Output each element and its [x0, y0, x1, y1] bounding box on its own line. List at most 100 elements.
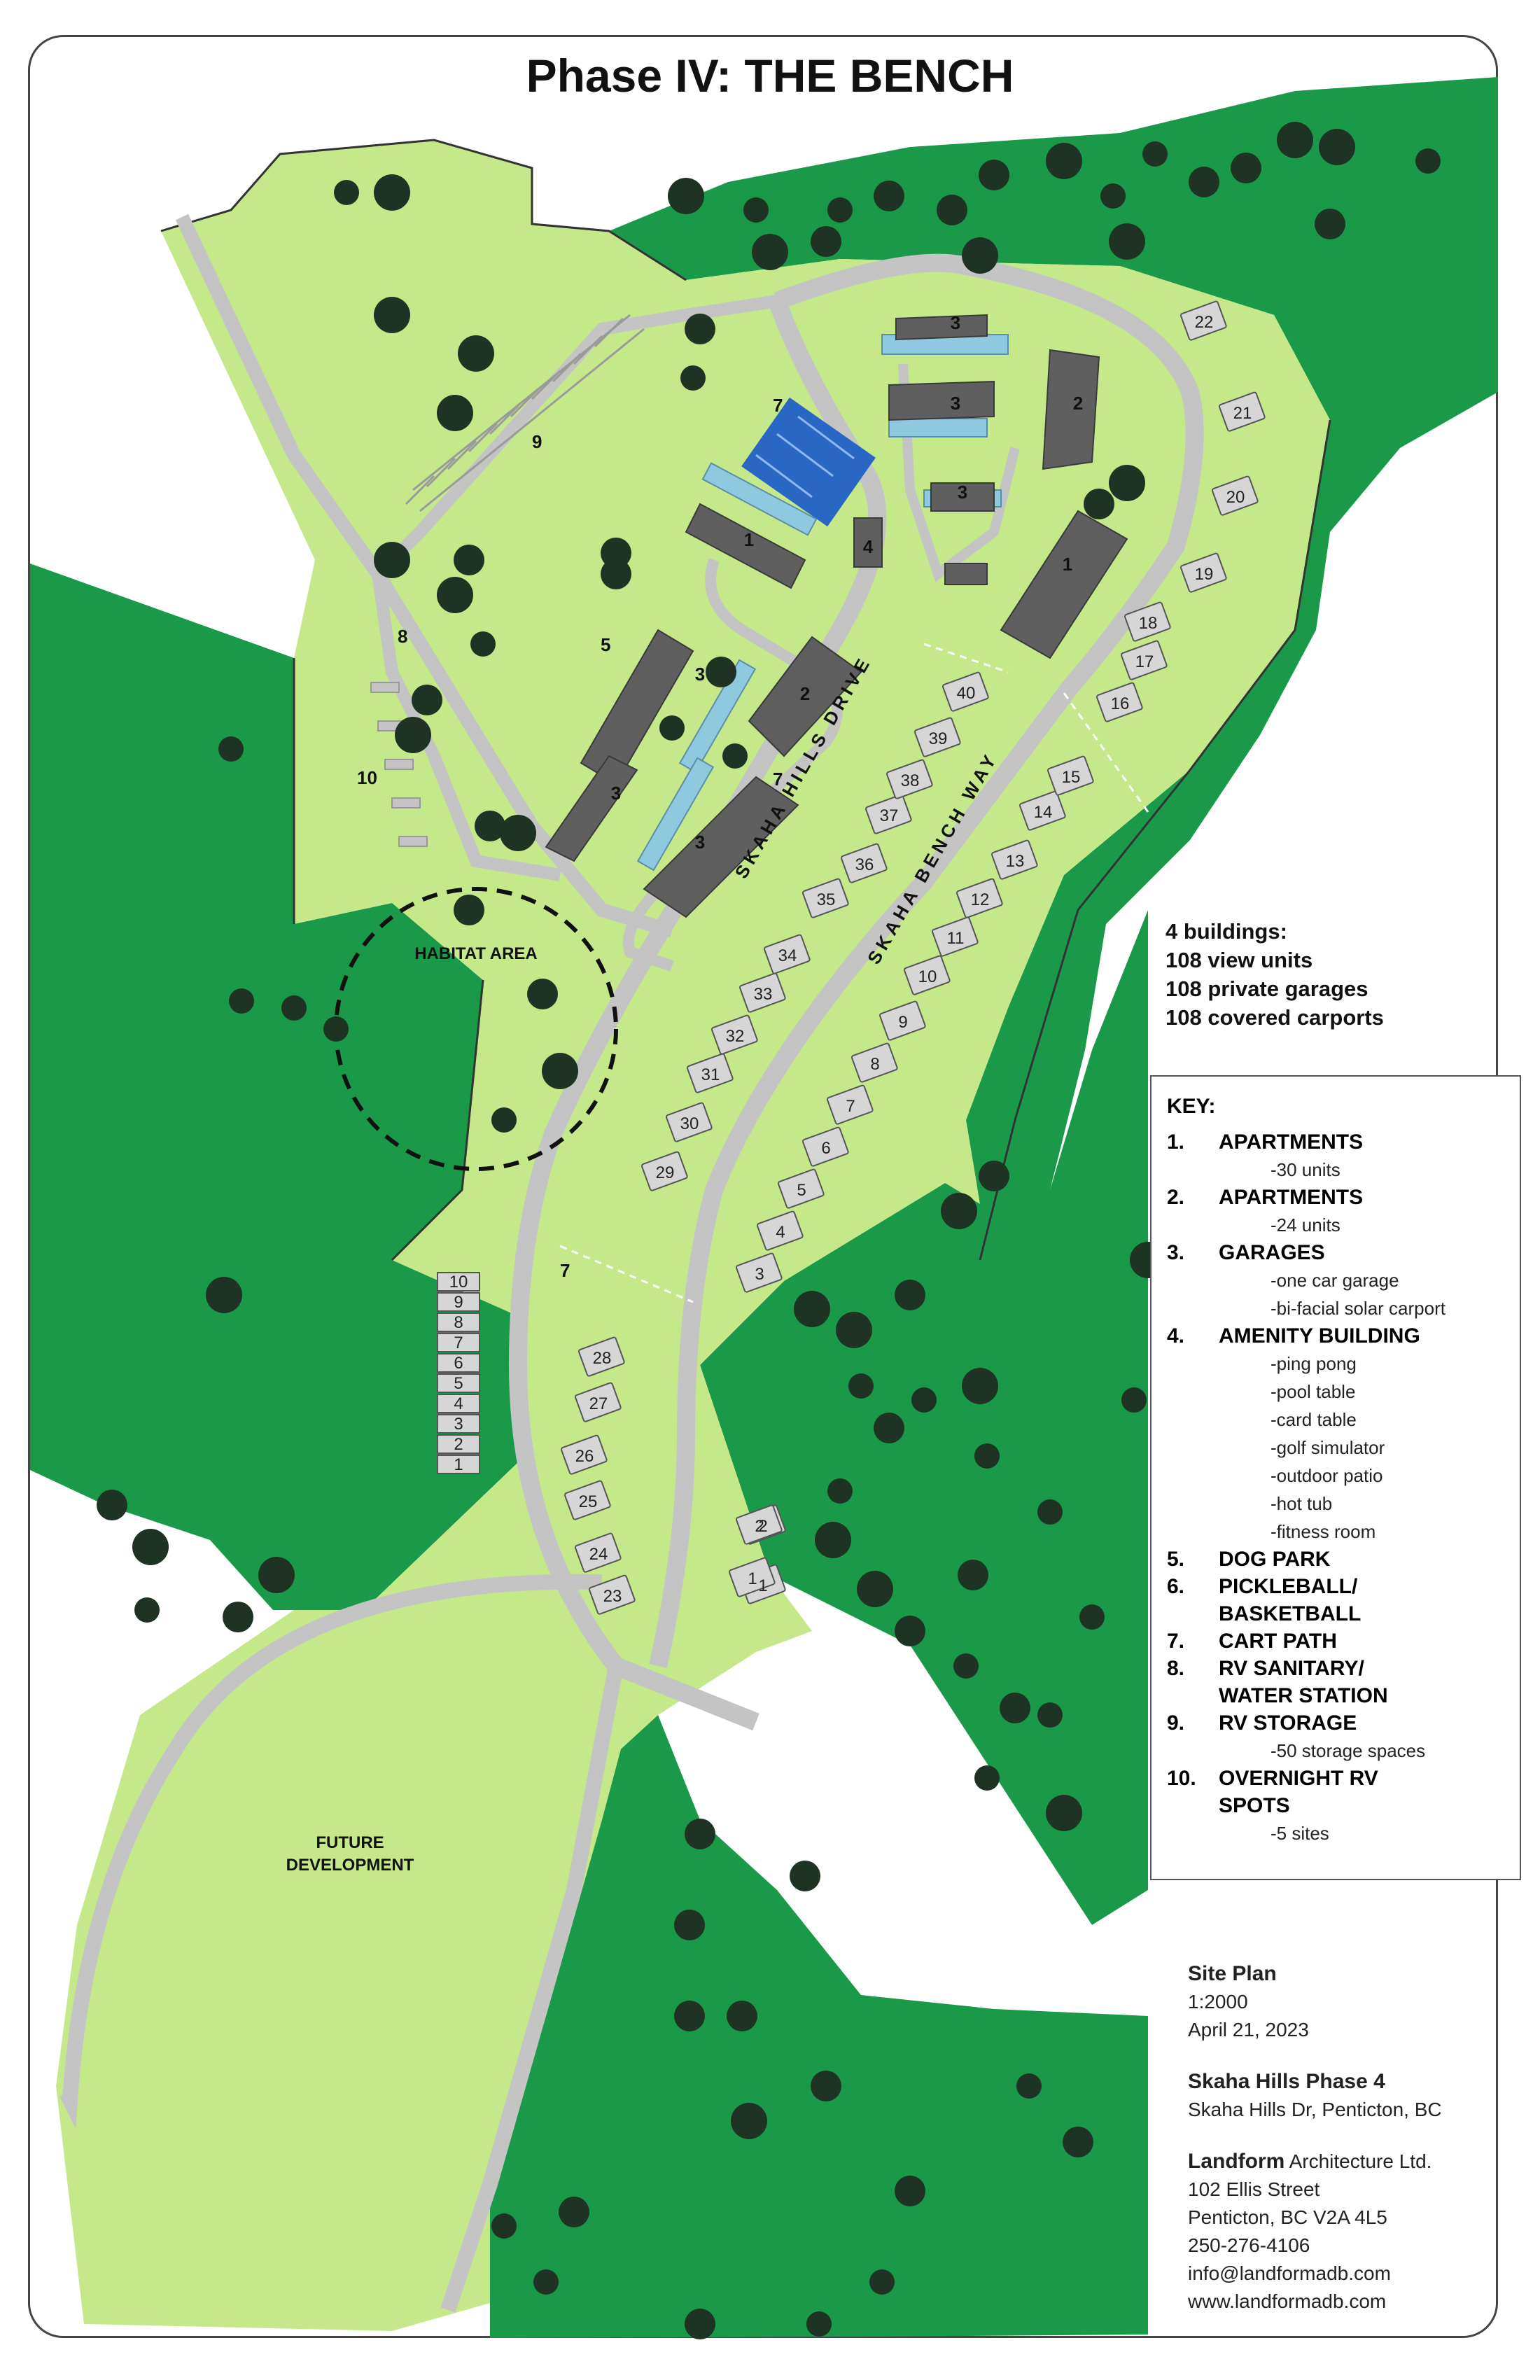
rv-station-number: 8 [398, 626, 407, 647]
future-development-label-line1: FUTURE [316, 1833, 384, 1852]
lot-number: 39 [929, 729, 948, 748]
key-item-label: APARTMENTS [1219, 1186, 1364, 1209]
rv-stall [437, 1333, 480, 1352]
tree-icon [895, 1616, 925, 1646]
lot-footprint [1047, 755, 1094, 796]
lot-labels: 1234567891011121314151617181920212223242… [575, 313, 1252, 1606]
tree-icon [659, 715, 685, 741]
lot-number: 2 [755, 1517, 764, 1536]
tree-icon [1109, 465, 1145, 501]
building-number: 3 [951, 393, 960, 414]
lot-footprint [827, 1084, 874, 1125]
lot-footprint [886, 759, 933, 799]
tree-icon [958, 1560, 988, 1590]
firm-email[interactable]: info@landformadb.com [1188, 2262, 1391, 2284]
key-item-detail: -outdoor patio [1270, 1465, 1383, 1486]
firm-line: Landform Architecture Ltd. [1188, 2148, 1442, 2176]
rv-stall [437, 1455, 480, 1474]
lot-footprint [841, 843, 888, 883]
tree-icon [601, 559, 631, 589]
building-number: 2 [800, 683, 810, 704]
key-item-number: 6. [1167, 1575, 1185, 1598]
lot-number: 15 [1062, 768, 1081, 787]
key-item: 7.CART PATH [1167, 1628, 1520, 1655]
lot-number: 25 [579, 1492, 598, 1511]
firm-name: Landform [1188, 2150, 1285, 2173]
lot-footprints [561, 300, 1266, 1615]
lot-footprint [1180, 552, 1227, 593]
tree-icon [454, 545, 484, 575]
tree-icon [974, 1765, 1000, 1791]
firm-web[interactable]: www.landformadb.com [1188, 2290, 1387, 2312]
lot-number: 12 [971, 890, 990, 909]
lot-number: 31 [701, 1065, 720, 1084]
lot-footprint [1219, 391, 1266, 432]
lot-number: 9 [898, 1013, 907, 1032]
rv-stall [437, 1373, 480, 1393]
tree-icon [374, 542, 410, 578]
lot-footprint [1096, 682, 1143, 722]
rv-loop-road [372, 295, 778, 881]
lot-footprint [1124, 601, 1171, 642]
key-item-number: 9. [1167, 1712, 1185, 1735]
lot-number: 23 [603, 1587, 622, 1606]
lot-footprint [729, 1557, 776, 1597]
pickleball-courts [741, 397, 876, 527]
project-address: Skaha Hills Dr, Penticton, BC [1188, 2099, 1442, 2120]
tree-icon [722, 743, 748, 769]
key-item-label: APARTMENTS [1219, 1130, 1364, 1154]
tree-icon [97, 1490, 127, 1520]
tree-icon [680, 365, 706, 391]
rv-stall [437, 1394, 480, 1413]
rv-stall [437, 1312, 480, 1332]
tree-icon [1142, 141, 1168, 167]
key-item-detail: -card table [1270, 1409, 1357, 1430]
lot-number: 22 [1195, 313, 1214, 332]
lot-number: 28 [593, 1349, 612, 1368]
lot-footprint [802, 878, 849, 918]
tree-icon [1079, 1604, 1105, 1630]
lot-footprint [1121, 640, 1168, 680]
building-number: 4 [863, 536, 874, 557]
lot-footprint [578, 1336, 625, 1377]
key-item-label: AMENITY BUILDING [1219, 1324, 1420, 1348]
key-item-label: GARAGES [1219, 1241, 1325, 1264]
tree-icon [836, 1312, 872, 1348]
tree-icon [1109, 223, 1145, 260]
rv-stall [437, 1434, 480, 1454]
lot-number: 8 [870, 1055, 879, 1074]
summary-line-2: 108 view units [1166, 948, 1313, 972]
building-summary: 4 buildings: 108 view units 108 private … [1166, 917, 1384, 1032]
firm-phone: 250-276-4106 [1188, 2234, 1310, 2256]
rv-stall [437, 1353, 480, 1373]
key-item: 3.GARAGES [1167, 1239, 1520, 1266]
tree-icon [229, 988, 254, 1014]
lot-number: 19 [1195, 565, 1214, 584]
rv-stall-number: 5 [454, 1374, 463, 1393]
rv-stall-number: 2 [454, 1435, 463, 1454]
lot-footprint [711, 1014, 758, 1055]
key-item-number: 1. [1167, 1130, 1185, 1154]
lot-number: 7 [846, 1097, 855, 1116]
key-item: 8.RV SANITARY/ WATER STATION [1167, 1655, 1520, 1709]
rv-stall-number: 4 [454, 1394, 463, 1413]
lot-footprint [736, 1252, 783, 1293]
rv-stall-number: 3 [454, 1415, 463, 1434]
west-access-road [175, 214, 674, 938]
lot-number: 40 [957, 684, 976, 703]
tree-icon [374, 297, 410, 333]
tree-icon [1046, 143, 1082, 179]
cart-path [559, 643, 1149, 1303]
tree-icon [668, 178, 704, 214]
tree-icon [500, 815, 536, 851]
firm-suffix: Architecture Ltd. [1284, 2150, 1432, 2172]
lot-number: 13 [1006, 852, 1025, 871]
key-item: 6.PICKLEBALL/ BASKETBALL [1167, 1573, 1520, 1628]
tree-icon [815, 1522, 851, 1558]
lot-number: 1 [748, 1569, 757, 1588]
lot-number: 5 [797, 1181, 806, 1200]
tree-icon [874, 1413, 904, 1443]
lot-number: 17 [1135, 652, 1154, 671]
tree-icon [962, 1368, 998, 1404]
